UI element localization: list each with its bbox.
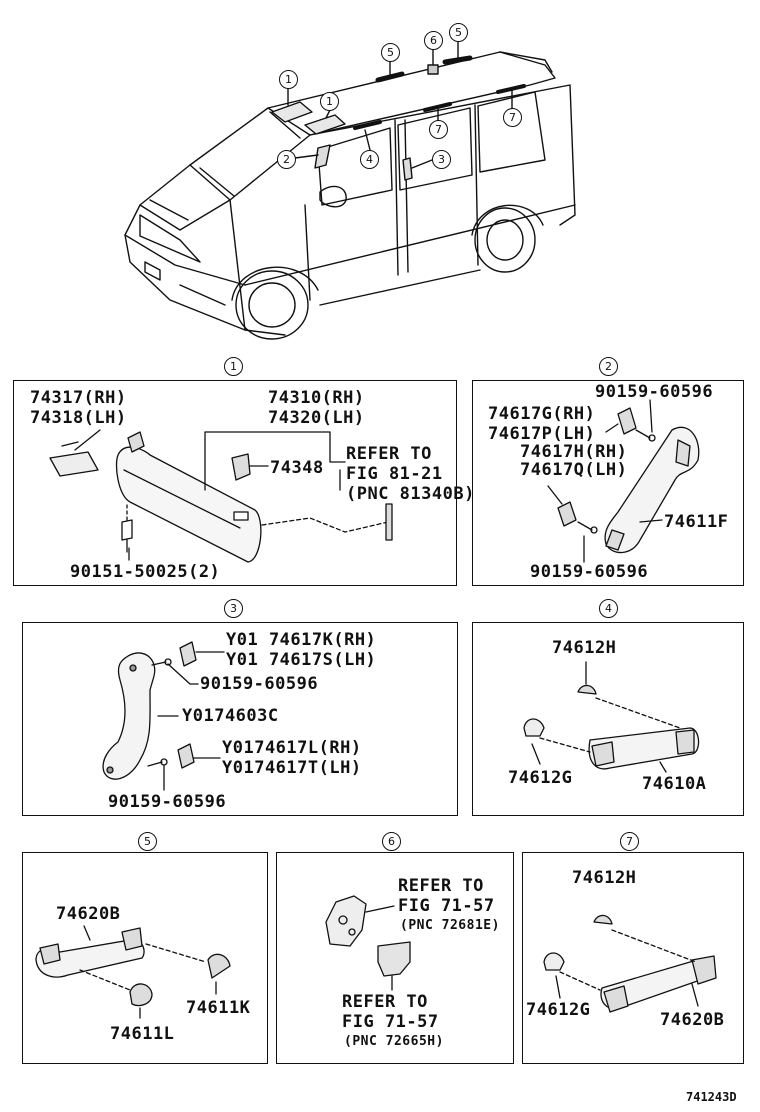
diagram-code: 741243D [686, 1090, 737, 1104]
callout-4: 4 [360, 150, 379, 169]
section-7-number: 7 [620, 832, 639, 851]
s2-label-74617p: 74617P(LH) [488, 424, 596, 444]
callout-2: 2 [277, 150, 296, 169]
s7-label-74612g: 74612G [526, 1000, 591, 1020]
s7-label-74612h: 74612H [572, 868, 637, 888]
section-3-box [22, 622, 458, 816]
s1-label-74320: 74320(LH) [268, 408, 365, 428]
vehicle-illustration [124, 41, 576, 340]
callout-1b: 1 [320, 92, 339, 111]
s4-label-74612g: 74612G [508, 768, 573, 788]
s1-refer-fig: FIG 81-21 [346, 464, 443, 484]
s1-refer-pnc: (PNC 81340B) [346, 484, 475, 504]
s1-label-74348: 74348 [270, 458, 324, 478]
callout-6: 6 [424, 31, 443, 50]
s2-label-74617q: 74617Q(LH) [520, 460, 628, 480]
section-4-box [472, 622, 744, 816]
s3-label-90159-top: 90159-60596 [200, 674, 319, 694]
s1-label-74310: 74310(RH) [268, 388, 365, 408]
s1-refer-to: REFER TO [346, 444, 432, 464]
s3-label-74603c: Y0174603C [182, 706, 279, 726]
s6-refer-pnc-bottom: (PNC 72665H) [344, 1034, 444, 1049]
s1-label-74317: 74317(RH) [30, 388, 127, 408]
s2-label-90159-bottom: 90159-60596 [530, 562, 649, 582]
section-1-box [13, 380, 457, 586]
s5-label-74611l: 74611L [110, 1024, 175, 1044]
section-2-box [472, 380, 744, 586]
s3-label-74617l: Y0174617L(RH) [222, 738, 362, 758]
s6-refer-pnc-top: (PNC 72681E) [400, 918, 500, 933]
s2-label-74617g: 74617G(RH) [488, 404, 596, 424]
s5-label-74611k: 74611K [186, 998, 251, 1018]
section-5-box [22, 852, 268, 1064]
s2-label-74617h: 74617H(RH) [520, 442, 628, 462]
s3-label-74617t: Y0174617T(LH) [222, 758, 362, 778]
s1-label-74318: 74318(LH) [30, 408, 127, 428]
s3-label-90159-bottom: 90159-60596 [108, 792, 227, 812]
callout-7a: 7 [429, 120, 448, 139]
section-1-number: 1 [224, 357, 243, 376]
s3-label-74617k: Y01 74617K(RH) [226, 630, 377, 650]
s5-label-74620b: 74620B [56, 904, 121, 924]
s3-label-74617s: Y01 74617S(LH) [226, 650, 377, 670]
s4-label-74610a: 74610A [642, 774, 707, 794]
s6-refer-fig-bottom: FIG 71-57 [342, 1012, 439, 1032]
s1-label-90151: 90151-50025(2) [70, 562, 221, 582]
section-6-number: 6 [382, 832, 401, 851]
callout-5b: 5 [449, 23, 468, 42]
section-3-number: 3 [224, 599, 243, 618]
section-5-number: 5 [138, 832, 157, 851]
s6-refer-fig-top: FIG 71-57 [398, 896, 495, 916]
section-7-box [522, 852, 744, 1064]
callout-3: 3 [432, 150, 451, 169]
section-6-box [276, 852, 514, 1064]
section-2-number: 2 [599, 357, 618, 376]
callout-7b: 7 [503, 108, 522, 127]
s6-refer-to-bottom: REFER TO [342, 992, 428, 1012]
callout-5a: 5 [381, 43, 400, 62]
section-4-number: 4 [599, 599, 618, 618]
callout-1a: 1 [279, 70, 298, 89]
s7-label-74620b: 74620B [660, 1010, 725, 1030]
s2-label-90159-top: 90159-60596 [595, 382, 714, 402]
s4-label-74612h: 74612H [552, 638, 617, 658]
s2-label-74611f: 74611F [664, 512, 729, 532]
s6-refer-to-top: REFER TO [398, 876, 484, 896]
